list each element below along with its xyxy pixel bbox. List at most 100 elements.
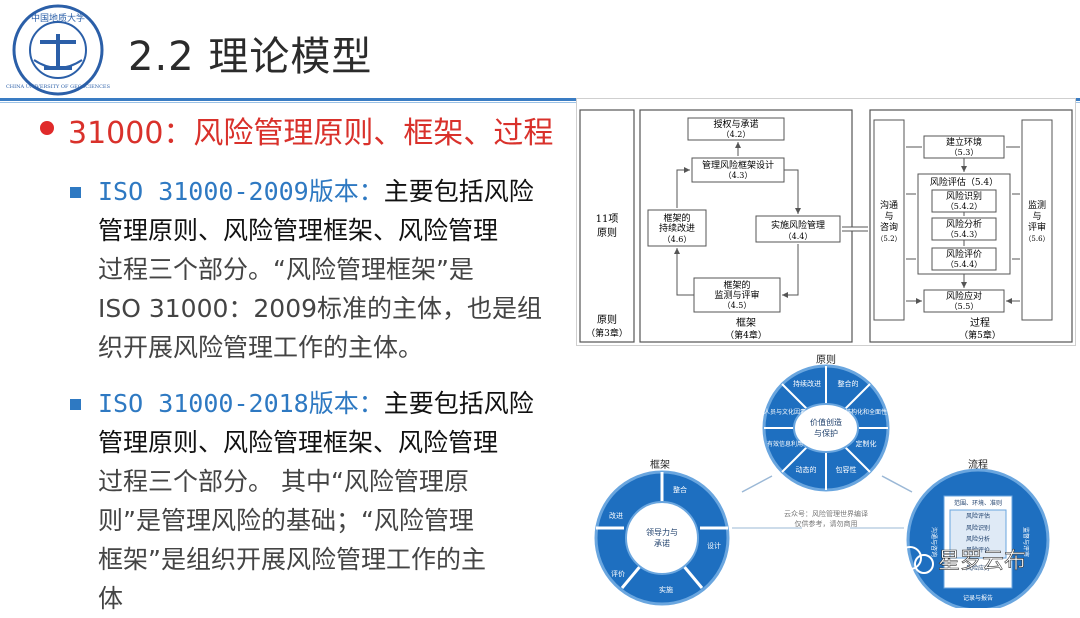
principles-caption: 原则	[597, 313, 617, 326]
process-chapter: （第5章）	[959, 329, 1001, 341]
principle-segment: 持续改进	[793, 379, 821, 388]
para-line-text: 主要包括风险	[383, 177, 534, 206]
principles-wheel: 价值创造 与保护 持续改进 整合的 结构化和全面性 定制化 包容性 动态的 有效…	[762, 364, 890, 492]
principle-segment: 动态的	[796, 465, 817, 474]
framework-segment: 实施	[659, 585, 673, 594]
comm-num: （5.2）	[876, 235, 901, 243]
note-line1: 云众号：风险管理世界编译	[784, 509, 868, 518]
process-item: 风险识别	[966, 524, 990, 532]
principles-count: 11项	[596, 213, 619, 225]
process-item: 风险应对	[966, 564, 990, 572]
para-line: ISO 31000-2009版本：主要包括风险	[98, 172, 548, 211]
analysis-title: 风险分析	[946, 218, 982, 230]
para-line: ISO 31000：2009标准的主体，也是组	[98, 294, 543, 323]
principle-segment: 包容性	[836, 465, 857, 474]
fw-monitor-title1: 框架的	[723, 279, 750, 291]
framework-center-t1: 领导力与	[646, 527, 678, 537]
improve-num: （4.6）	[663, 235, 692, 244]
framework-segment: 设计	[707, 541, 721, 550]
design-num: （4.3）	[724, 171, 753, 180]
monitoring-t1: 监测	[1028, 199, 1046, 211]
para-lead: ISO 31000-2009版本：	[98, 177, 384, 206]
process-caption: 过程	[970, 316, 990, 329]
process-item: 风险评估	[966, 512, 990, 520]
para-line: 织开展风险管理工作的主体。	[98, 333, 424, 362]
main-heading: 31000：风险管理原则、框架、过程	[68, 116, 554, 151]
framework-segment: 评价	[611, 570, 625, 578]
fw-monitor-num: （4.5）	[723, 301, 752, 310]
process-item: 风险评价	[966, 546, 990, 554]
framework-center-t2: 承诺	[654, 538, 670, 548]
mandate-title: 授权与承诺	[713, 118, 758, 130]
framework-title-2018: 框架	[650, 458, 670, 471]
improve-title2: 持续改进	[659, 222, 695, 234]
monitoring-num: （5.6）	[1024, 235, 1049, 243]
design-title: 管理风险框架设计	[702, 159, 774, 171]
evaluation-title: 风险评价	[946, 248, 982, 260]
principle-segment: 定制化	[856, 439, 877, 448]
university-logo: 中国地质大学 CHINA UNIVERSITY OF GEOSCIENCES	[6, 4, 111, 96]
note-line2: 仅供参考，请勿商用	[795, 519, 858, 528]
para-lead: ISO 31000-2018版本：	[98, 389, 384, 418]
principles-chapter: （第3章）	[586, 327, 628, 339]
framework-segment: 整合	[673, 485, 687, 494]
slide-title: 2.2 理论模型	[128, 34, 373, 80]
para-line: ISO 31000-2018版本：主要包括风险	[98, 384, 548, 423]
logo-cn-text: 中国地质大学	[31, 12, 85, 24]
center-t2: 与保护	[814, 428, 838, 438]
principles-label: 原则	[597, 226, 617, 239]
framework-chapter: （第4章）	[725, 329, 767, 341]
process-bottom: 记录与报告	[963, 594, 993, 602]
paragraph-2018: ISO 31000-2018版本：主要包括风险 管理原则、风险管理框架、风险管理…	[98, 384, 548, 618]
bullet-dot-icon	[40, 121, 54, 135]
implement-num: （4.4）	[784, 232, 813, 241]
comm-t3: 咨询	[880, 221, 898, 233]
principle-segment: 人员与文化因素	[764, 408, 806, 416]
para-line: 框架”是组织开展风险管理工作的主	[98, 545, 486, 574]
framework-segment: 改进	[609, 511, 623, 520]
process-side-right: 监督与评审	[1022, 527, 1030, 557]
para-line: 过程三个部分。 其中“风险管理原	[98, 467, 469, 496]
framework-caption: 框架	[736, 316, 756, 329]
identification-title: 风险识别	[946, 190, 982, 202]
principle-segment: 结构化和全面性	[845, 408, 887, 416]
framework-wheel: 领导力与 承诺 整合 设计 实施 评价 改进	[594, 470, 730, 606]
process-side-left: 沟通与咨询	[930, 527, 938, 557]
process-item: 风险分析	[966, 535, 990, 543]
title-rule	[0, 98, 1080, 101]
improve-title1: 框架的	[663, 212, 690, 224]
para-line: 体	[98, 584, 124, 613]
principle-segment: 整合的	[838, 379, 859, 388]
analysis-num: （5.4.3）	[946, 230, 982, 239]
comm-t2: 与	[884, 211, 893, 222]
para-line-text: 主要包括风险	[383, 389, 534, 418]
monitoring-t3: 评审	[1028, 221, 1046, 233]
treatment-num: （5.5）	[950, 302, 979, 311]
process-item: 范围、环境、准则	[954, 499, 1002, 507]
context-num: （5.3）	[950, 148, 979, 157]
title-rule-thin	[0, 102, 1080, 103]
center-t1: 价值创造	[810, 417, 842, 427]
watermark: 星罗云布	[898, 546, 1026, 574]
para-line: 管理原则、风险管理框架、风险管理	[98, 428, 499, 457]
process-title-2018: 流程	[968, 458, 988, 471]
iso-2009-diagram: 11项 原则 原则 （第3章） 授权与承诺 （4.2） 管理风险框架设计 （4.…	[576, 98, 1076, 346]
identification-num: （5.4.2）	[946, 202, 982, 211]
comm-t1: 沟通	[880, 199, 898, 211]
square-bullet-icon	[70, 399, 81, 410]
mandate-num: （4.2）	[722, 130, 751, 139]
fw-monitor-title2: 监测与评审	[714, 289, 759, 301]
assessment-title: 风险评估（5.4）	[930, 176, 998, 188]
square-bullet-icon	[70, 187, 81, 198]
logo-en-text: CHINA UNIVERSITY OF GEOSCIENCES	[6, 84, 111, 90]
para-line: 过程三个部分。“风险管理框架”是	[98, 255, 474, 284]
evaluation-num: （5.4.4）	[946, 260, 982, 269]
context-title: 建立环境	[946, 136, 982, 148]
principles-title-2018: 原则	[816, 353, 836, 366]
principle-segment: 有效信息利用	[767, 440, 803, 448]
treatment-title: 风险应对	[946, 290, 982, 302]
iso-2018-diagram: 原则 价值创造 与保护 持续改进 整合的 结构化和全面性 定制化 包容性 动态的…	[582, 352, 1076, 608]
para-line: 管理原则、风险管理框架、风险管理	[98, 216, 499, 245]
implement-title: 实施风险管理	[771, 219, 825, 231]
monitoring-t2: 与	[1032, 211, 1041, 222]
